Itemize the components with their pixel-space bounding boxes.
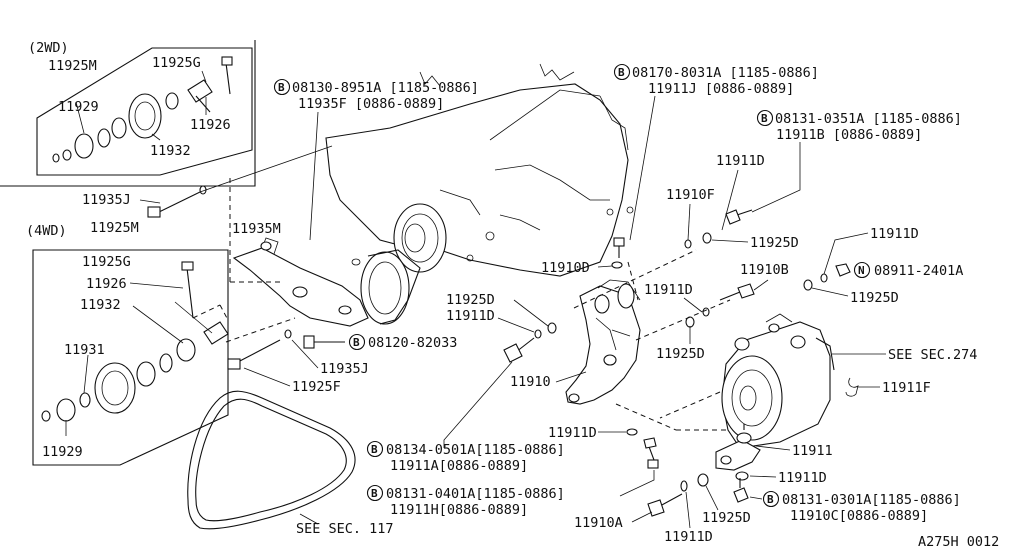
compressor-bracket [565, 279, 641, 405]
part-label-11911F: 11911F [882, 380, 931, 396]
part-label-08120-82033: 08120-82033 [368, 335, 457, 351]
part-label-11911D-a: 11911D [716, 153, 765, 169]
part-label-11910A: 11910A [574, 515, 623, 531]
part-label-11910B: 11910B [740, 262, 789, 278]
part-label-11925F: 11925F [292, 379, 341, 395]
nut-shape [41, 410, 51, 422]
section-label-4wd: (4WD) [26, 223, 67, 239]
pulley-shape [94, 362, 136, 414]
part-label-11929-4wd: 11929 [42, 444, 83, 460]
part-label-11925G-4wd: 11925G [82, 254, 131, 270]
part-label-11910: 11910 [510, 374, 551, 390]
part-label-11935J-lower: 11935J [320, 361, 369, 377]
bearing-shape [111, 117, 127, 139]
part-label-08134-0501A: 08134-0501A[1185-0886] [386, 442, 565, 458]
inset-2wd [0, 40, 256, 187]
part-label-11935J-upper: 11935J [82, 192, 131, 208]
washer-shape [62, 149, 72, 161]
part-label-11925D-c: 11925D [656, 346, 705, 362]
bolt-head-shape [203, 321, 229, 345]
nut-shape [52, 153, 60, 163]
engine-block [325, 63, 634, 325]
ring-shape [79, 392, 91, 408]
bolt-badge-08131-0401A: B [366, 484, 384, 502]
part-label-11911D-g: 11911D [664, 529, 713, 545]
part-label-11911J: 11911J [0886-0889] [648, 81, 794, 97]
part-label-11935M: 11935M [232, 221, 281, 237]
part-label-08911-2401A: 08911-2401A [874, 263, 963, 279]
part-label-11925D-a: 11925D [750, 235, 799, 251]
svg-text:B: B [767, 493, 774, 506]
lower-bracket [715, 424, 761, 471]
bolt-head-shape [187, 79, 213, 103]
inset-4wd [32, 249, 229, 466]
reference-see-sec-274: SEE SEC.274 [888, 347, 977, 363]
part-label-11925M-2wd: 11925M [48, 58, 97, 74]
part-label-11925M-4wd: 11925M [90, 220, 139, 236]
ring-shape [97, 128, 111, 148]
part-label-11911: 11911 [792, 443, 833, 459]
svg-text:B: B [761, 112, 768, 125]
idler-bracket [225, 178, 369, 343]
diagram-code: A275H 0012 [918, 534, 999, 550]
part-label-11911D-d: 11911D [446, 308, 495, 324]
bolt-badge-08134: B [366, 440, 384, 458]
part-label-08131-0301A: 08131-0301A[1185-0886] [782, 492, 961, 508]
svg-text:N: N [858, 264, 865, 277]
part-label-11911B: 11911B [0886-0889] [776, 127, 922, 143]
part-label-11925D-b: 11925D [850, 290, 899, 306]
svg-text:B: B [371, 487, 378, 500]
part-label-11911A: 11911A[0886-0889] [390, 458, 528, 474]
part-label-11932-2wd: 11932 [150, 143, 191, 159]
part-label-11911D-c: 11911D [644, 282, 693, 298]
drive-belt [187, 390, 356, 530]
bolt-badge-08120: B [348, 333, 366, 351]
part-label-08131-0401A: 08131-0401A[1185-0886] [386, 486, 565, 502]
part-label-11910C: 11910C[0886-0889] [790, 508, 928, 524]
bolt-badge-08131-0351A: B [756, 109, 774, 127]
spacer-shape [159, 353, 173, 373]
bolt-badge-08170: B [613, 63, 631, 81]
part-label-11931: 11931 [64, 342, 105, 358]
part-label-11926-2wd: 11926 [190, 117, 231, 133]
part-label-11925G-2wd: 11925G [152, 55, 201, 71]
part-label-11911D-f: 11911D [778, 470, 827, 486]
part-label-11910F: 11910F [666, 187, 715, 203]
svg-text:B: B [371, 443, 378, 456]
section-label-2wd: (2WD) [28, 40, 69, 56]
part-label-11935F: 11935F [0886-0889] [298, 96, 444, 112]
part-label-11925D-d: 11925D [446, 292, 495, 308]
bolt-badge-08130: B [273, 78, 291, 96]
svg-text:B: B [618, 66, 625, 79]
ac-compressor [721, 313, 835, 449]
part-label-11911D-b: 11911D [870, 226, 919, 242]
washer-shape [56, 398, 76, 422]
part-label-08170-8031A: 08170-8031A [1185-0886] [632, 65, 819, 81]
bearing-shape [136, 361, 156, 387]
svg-text:B: B [353, 336, 360, 349]
part-label-11911D-e: 11911D [548, 425, 597, 441]
bolt-badge-08131-0301A: B [762, 490, 780, 508]
part-label-11925D-e: 11925D [702, 510, 751, 526]
nut-badge-08911: N [853, 261, 871, 279]
spacer-shape [74, 133, 94, 159]
reference-see-sec-117: SEE SEC. 117 [296, 521, 394, 537]
part-label-11929-2wd: 11929 [58, 99, 99, 115]
part-label-11910D: 11910D [541, 260, 590, 276]
collar-shape [176, 338, 196, 362]
part-label-08131-0351A: 08131-0351A [1185-0886] [775, 111, 962, 127]
collar-shape [165, 92, 179, 110]
part-label-11911H: 11911H[0886-0889] [390, 502, 528, 518]
pulley-shape [128, 93, 162, 139]
part-label-11926-4wd: 11926 [86, 276, 127, 292]
part-label-11932-4wd: 11932 [80, 297, 121, 313]
part-label-08130-8951A: 08130-8951A [1185-0886] [292, 80, 479, 96]
svg-text:B: B [278, 81, 285, 94]
